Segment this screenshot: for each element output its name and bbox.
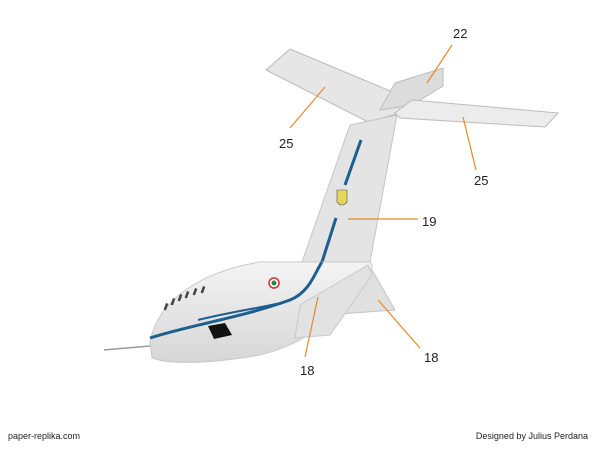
left-horizontal-stabilizer: [265, 48, 401, 123]
callout-25-left: 25: [279, 136, 293, 151]
door: [208, 323, 232, 339]
callout-22: 22: [453, 26, 467, 41]
cabin-windows: [163, 285, 206, 311]
left-wing-fairing: [294, 264, 373, 339]
vertical-fin: [301, 114, 398, 263]
fin-emblem: [336, 189, 348, 206]
designer-credit: Designed by Julius Perdana: [475, 431, 588, 441]
callout-18-left: 18: [300, 363, 314, 378]
callout-25-right: 25: [474, 173, 488, 188]
leader-lines: [289, 44, 477, 358]
callout-19: 19: [422, 214, 436, 229]
right-horizontal-stabilizer: [394, 99, 560, 128]
nose-probe: [103, 345, 151, 351]
website-credit: paper-replika.com: [8, 431, 81, 441]
aircraft-model: [103, 48, 560, 363]
callout-18-right: 18: [424, 350, 438, 365]
cheatline-stripe: [149, 261, 324, 340]
